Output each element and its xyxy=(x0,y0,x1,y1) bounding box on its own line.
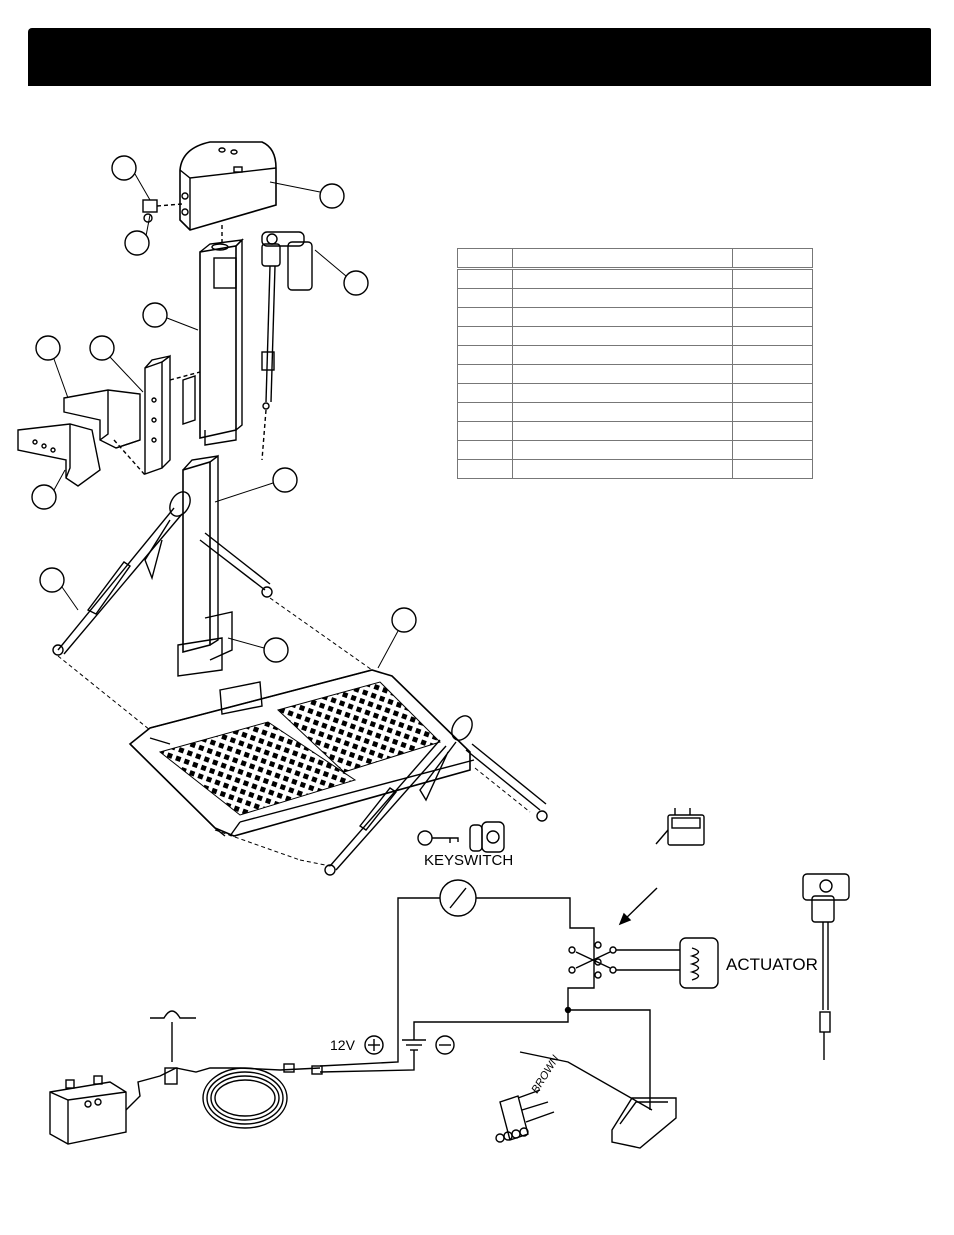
callout-circle xyxy=(124,230,150,256)
table-row xyxy=(457,459,813,479)
keyswitch-label: KEYSWITCH xyxy=(424,852,513,869)
wire-harness xyxy=(125,1063,323,1129)
plus-icon xyxy=(364,1035,384,1055)
upper-mast xyxy=(199,225,244,446)
ground-icon xyxy=(402,1039,426,1051)
table-row xyxy=(457,440,813,460)
hitch-bar-upper xyxy=(63,389,146,476)
callout-circle xyxy=(111,155,137,181)
table-cell xyxy=(732,459,813,479)
table-row xyxy=(457,248,813,269)
key-icon xyxy=(417,830,459,846)
breaker-icon xyxy=(150,1010,196,1062)
callout-circle xyxy=(343,270,369,296)
callout-circle xyxy=(263,637,289,663)
callout-circles xyxy=(31,155,417,663)
right-arm xyxy=(324,715,548,876)
battery-icon xyxy=(49,1075,127,1145)
callout-circle xyxy=(35,335,61,361)
actuator-icon xyxy=(802,873,850,1060)
table-row xyxy=(457,345,813,365)
wiring-schematic xyxy=(319,879,719,1149)
parts-table xyxy=(457,248,813,479)
lower-mast xyxy=(177,454,233,677)
connector-part xyxy=(142,199,183,223)
table-row xyxy=(457,326,813,346)
callout-circle xyxy=(272,467,298,493)
voltage-label: 12V xyxy=(330,1037,356,1053)
table-row xyxy=(457,364,813,384)
hitch-sleeve xyxy=(144,354,201,475)
toggle-switch-icon xyxy=(655,808,705,846)
callout-circle xyxy=(319,183,345,209)
minus-icon xyxy=(435,1035,455,1055)
table-row xyxy=(457,383,813,403)
actuator-label: ACTUATOR xyxy=(726,955,818,974)
table-row xyxy=(457,421,813,441)
hitch-bar-lower xyxy=(17,423,101,487)
actuator-part xyxy=(261,231,313,461)
keyswitch-icon xyxy=(469,821,505,853)
table-row xyxy=(457,307,813,327)
callout-circle xyxy=(142,302,168,328)
left-arm xyxy=(52,491,273,656)
callout-circle xyxy=(89,335,115,361)
callout-circle xyxy=(391,607,417,633)
control-box xyxy=(179,141,277,231)
callout-circle xyxy=(31,484,57,510)
table-row xyxy=(457,267,813,289)
table-row xyxy=(457,402,813,422)
wire-color-label: BROWN xyxy=(529,1053,562,1095)
title-bar xyxy=(28,28,931,86)
platform xyxy=(128,669,475,837)
callout-circle xyxy=(39,567,65,593)
